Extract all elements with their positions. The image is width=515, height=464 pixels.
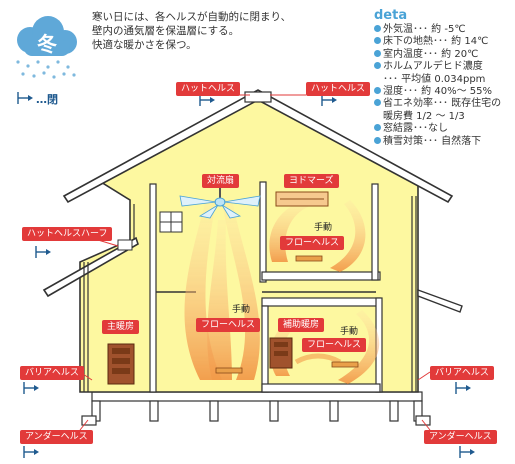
closed-marker-under-left (23, 446, 39, 458)
flow-health-upper-right-label: フローヘルス (280, 236, 345, 250)
winter-cloud-icon (16, 16, 77, 79)
main-roof (62, 89, 454, 204)
foundation (81, 391, 431, 426)
aux-heater-label: 補助暖房 (278, 318, 325, 332)
lower-eave (42, 236, 139, 298)
data-row-text: 積雪対策･･･ 自然落下 (383, 135, 482, 147)
closed-legend-label: …閉 (36, 93, 58, 106)
yodomars-heater-illustration (275, 191, 329, 207)
bullet-icon (374, 62, 381, 70)
main-heater-label: 主暖房 (102, 320, 140, 334)
bullet-icon (374, 124, 381, 132)
data-row-cont: 暖房費 1/2 ～ 1/3 (383, 110, 465, 122)
under-health-left-label: アンダーヘルス (20, 430, 93, 444)
bullet-icon (374, 136, 381, 144)
barrier-health-left-label: バリアヘルス (20, 366, 84, 380)
bullet-icon (374, 37, 381, 45)
intro-text: 寒い日には、各ヘルスが自動的に閉まり、 壁内の通気層を保温層にする。 快適な暖か… (92, 10, 291, 52)
data-row-text: 省エネ効率･･･ 既存住宅の (383, 98, 502, 110)
closed-marker-barrier-left (23, 382, 39, 394)
data-row-text: 床下の地熱･･･ 約 14℃ (383, 36, 489, 48)
convection-fan-label: 対流扇 (202, 174, 240, 188)
hat-health-right-label: ハットヘルス (306, 82, 371, 96)
data-row-cont: ･･･ 平均値 0.034ppm (383, 73, 486, 85)
flow-health-lower-right-label: フローヘルス (302, 338, 367, 352)
main-heater-illustration (107, 343, 135, 385)
data-row: 積雪対策･･･ 自然落下 (374, 136, 501, 148)
data-row: 室内温度･･･ 約 20℃ (374, 49, 501, 61)
barrier-health-right-label: バリアヘルス (430, 366, 494, 380)
hat-health-half-label: ハットヘルスハーフ (22, 227, 113, 241)
data-row: 湿度･･･ 約 40%～ 55% (374, 86, 501, 98)
data-row-text: ホルムアルデヒド濃度 (383, 61, 483, 73)
closed-marker-barrier-right (455, 382, 471, 394)
data-title: deta (374, 8, 408, 23)
data-row: 窓結露･･･なし (374, 123, 501, 135)
intro-line: 壁内の通気層を保温層にする。 (92, 25, 240, 37)
data-list: 外気温･･･ 約 -5℃ 床下の地熱･･･ 約 14℃ 室内温度･･･ 約 20… (374, 24, 501, 148)
data-row-text: 室内温度･･･ 約 20℃ (383, 48, 479, 60)
closed-marker-hat-half (35, 246, 51, 258)
yodomars-label: ヨドマーズ (284, 174, 339, 188)
closed-markers (17, 92, 475, 458)
closed-marker-hat-right (321, 94, 337, 106)
season-label: 冬 (37, 32, 57, 56)
data-row: ホルムアルデヒド濃度 (374, 61, 501, 73)
right-eave (417, 289, 463, 313)
closed-marker-legend (17, 92, 33, 104)
hat-health-left-label: ハットヘルス (176, 82, 241, 96)
data-row-text: 外気温･･･ 約 -5℃ (383, 24, 466, 35)
bullet-icon (374, 25, 381, 32)
data-row: 外気温･･･ 約 -5℃ (374, 24, 501, 36)
manual-center-label: 手動 (232, 305, 251, 315)
under-health-right-label: アンダーヘルス (424, 430, 497, 444)
interior-window (159, 211, 183, 233)
ridge-vent (244, 91, 272, 103)
data-row: 省エネ効率･･･ 既存住宅の (374, 98, 501, 110)
manual-upper-right-label: 手動 (314, 223, 333, 233)
intro-line: 寒い日には、各ヘルスが自動的に閉まり、 (92, 11, 292, 23)
flow-grilles (215, 255, 359, 374)
closed-marker-under-right (459, 446, 475, 458)
flow-health-center-label: フローヘルス (196, 318, 261, 332)
manual-lower-right-label: 手動 (340, 327, 359, 337)
data-row-text: 窓結露･･･なし (383, 123, 448, 135)
closed-marker-hat-left (199, 94, 215, 106)
hat-half-box (117, 239, 133, 251)
warm-airflow (184, 200, 380, 384)
ceiling-fan-illustration (179, 186, 261, 219)
data-row: 床下の地熱･･･ 約 14℃ (374, 36, 501, 48)
bullet-icon (374, 87, 381, 95)
aux-heater-illustration (269, 337, 293, 369)
data-row-text: 湿度･･･ 約 40%～ 55% (383, 86, 492, 98)
intro-line: 快適な暖かさを保つ。 (92, 39, 197, 51)
bullet-icon (374, 49, 381, 57)
bullet-icon (374, 99, 381, 107)
